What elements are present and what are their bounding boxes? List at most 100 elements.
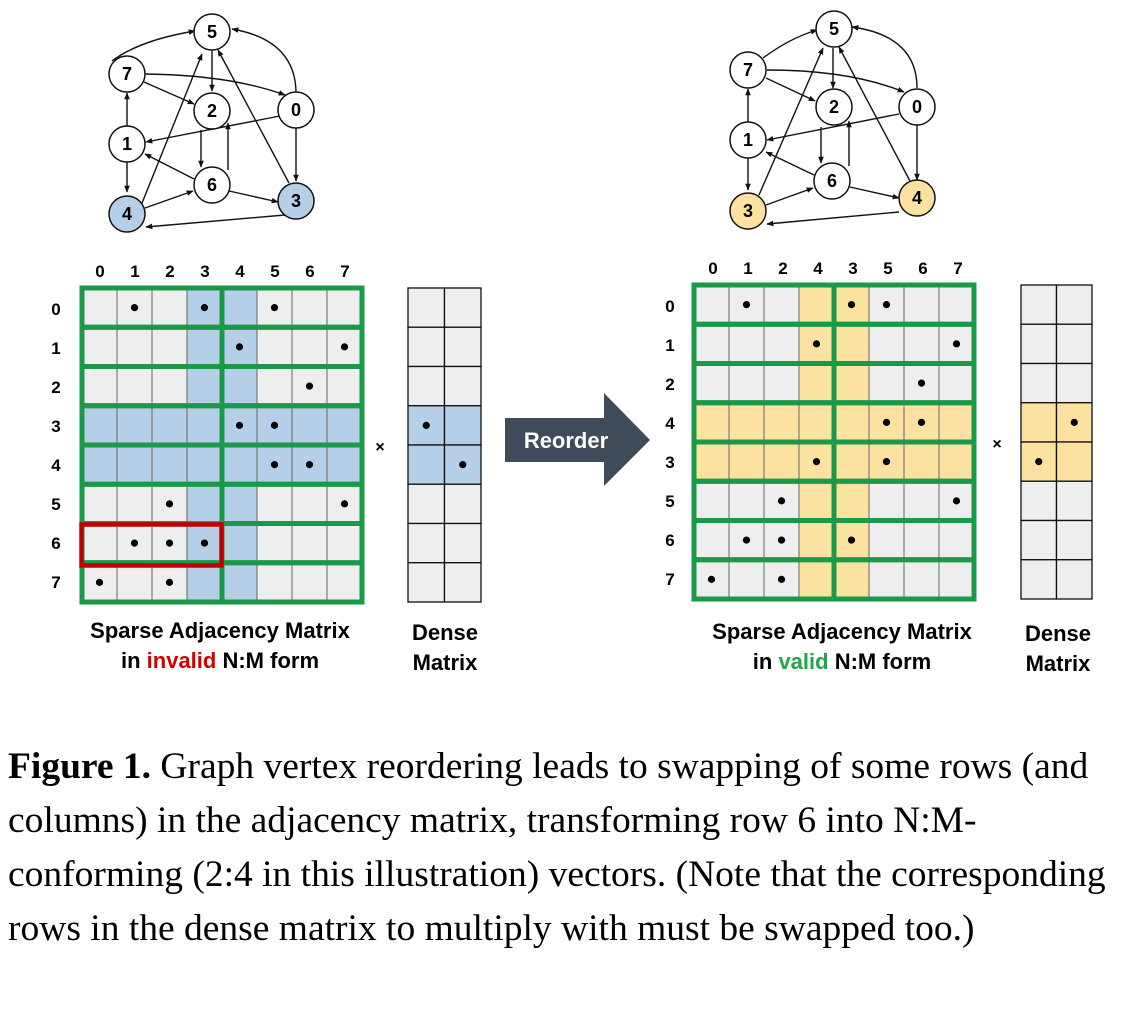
matrix-cell bbox=[221, 444, 258, 485]
dense-cell bbox=[407, 365, 446, 407]
matrix-cell bbox=[728, 559, 765, 600]
left-node-4 bbox=[108, 195, 146, 233]
matrix-cell bbox=[151, 405, 188, 446]
right-node-3 bbox=[729, 192, 767, 230]
matrix-cell bbox=[81, 287, 118, 328]
left-caption-prefix: in bbox=[121, 648, 141, 673]
dense-cell bbox=[1055, 323, 1093, 365]
left-row-label: 5 bbox=[51, 495, 60, 514]
left-node-2 bbox=[193, 92, 231, 130]
nonzero-dot bbox=[882, 458, 891, 466]
matrix-cell bbox=[938, 559, 975, 600]
left-node-3 bbox=[277, 182, 315, 220]
right-matrix-grid bbox=[693, 284, 975, 600]
valid-label: valid bbox=[778, 649, 828, 674]
matrix-cell bbox=[221, 483, 258, 524]
dense-dot bbox=[1070, 418, 1078, 426]
matrix-cell bbox=[903, 559, 940, 600]
dense-cell bbox=[407, 444, 446, 485]
matrix-cell bbox=[326, 444, 363, 485]
nonzero-dot bbox=[952, 497, 961, 505]
dense-cell bbox=[1055, 480, 1093, 522]
left-dense-grid bbox=[407, 287, 482, 603]
matrix-cell bbox=[186, 444, 223, 485]
right-dense-matrix: Dense Matrix bbox=[1020, 284, 1093, 676]
matrix-cell bbox=[256, 562, 293, 603]
nm-group-box bbox=[831, 557, 977, 602]
right-col-label: 5 bbox=[883, 259, 892, 278]
left-dense-caption-line1: Dense bbox=[412, 620, 478, 645]
right-dense-caption-line1: Dense bbox=[1025, 621, 1091, 646]
dense-cell bbox=[1055, 362, 1093, 404]
nonzero-dot bbox=[270, 421, 279, 429]
reorder-label: Reorder bbox=[524, 428, 609, 453]
left-row-label: 1 bbox=[51, 339, 60, 358]
nonzero-dot bbox=[305, 382, 314, 390]
matrix-cell bbox=[81, 483, 118, 524]
right-matrix-group-frame bbox=[691, 282, 977, 602]
right-row-label: 7 bbox=[665, 570, 674, 589]
nonzero-dot bbox=[200, 304, 209, 312]
left-row-label: 6 bbox=[51, 534, 60, 553]
matrix-cell bbox=[728, 441, 765, 482]
matrix-cell bbox=[151, 444, 188, 485]
left-graph-nodes bbox=[108, 13, 315, 233]
matrix-cell bbox=[903, 480, 940, 521]
matrix-cell bbox=[763, 363, 800, 404]
left-col-label: 4 bbox=[235, 262, 245, 281]
nonzero-dot bbox=[777, 575, 786, 583]
right-times-symbol: × bbox=[992, 436, 1001, 453]
left-caption-suffix: N:M form bbox=[222, 648, 319, 673]
dense-cell bbox=[1020, 480, 1058, 522]
left-row-label: 3 bbox=[51, 417, 60, 436]
matrix-cell bbox=[81, 444, 118, 485]
matrix-cell bbox=[256, 366, 293, 407]
left-node-6 bbox=[193, 166, 231, 204]
matrix-cell bbox=[798, 363, 835, 404]
matrix-cell bbox=[291, 523, 328, 564]
nonzero-dot bbox=[777, 536, 786, 544]
matrix-cell bbox=[938, 323, 975, 364]
dense-cell bbox=[443, 405, 482, 446]
right-row-label: 5 bbox=[665, 492, 674, 511]
matrix-cell bbox=[728, 480, 765, 521]
right-caption-prefix: in bbox=[753, 649, 773, 674]
matrix-cell bbox=[693, 480, 730, 521]
left-node-label: 2 bbox=[207, 101, 217, 121]
nonzero-dot bbox=[235, 343, 244, 351]
nonzero-dot bbox=[305, 461, 314, 469]
left-node-label: 3 bbox=[291, 191, 301, 211]
dense-cell bbox=[407, 483, 446, 525]
right-node-label: 2 bbox=[829, 97, 839, 117]
dense-cell bbox=[1055, 519, 1093, 561]
matrix-cell bbox=[798, 559, 835, 600]
matrix-cell bbox=[186, 326, 223, 367]
right-node-label: 5 bbox=[829, 19, 839, 39]
matrix-cell bbox=[938, 441, 975, 482]
right-col-label: 6 bbox=[918, 259, 927, 278]
nonzero-dot bbox=[165, 578, 174, 586]
left-node-label: 7 bbox=[122, 64, 132, 84]
dense-cell bbox=[443, 365, 482, 407]
matrix-cell bbox=[868, 520, 905, 561]
right-matrix-caption-line1: Sparse Adjacency Matrix bbox=[712, 619, 972, 644]
matrix-cell bbox=[763, 323, 800, 364]
matrix-cell bbox=[693, 363, 730, 404]
left-col-label: 6 bbox=[305, 262, 314, 281]
matrix-cell bbox=[868, 480, 905, 521]
left-sparse-matrix: 0 1 2 3 4 5 6 7 0 1 2 3 4 5 6 7 Sparse A… bbox=[51, 262, 365, 673]
left-row-label: 4 bbox=[51, 456, 61, 475]
matrix-cell bbox=[116, 562, 153, 603]
left-col-label: 1 bbox=[130, 262, 139, 281]
dense-cell bbox=[443, 522, 482, 564]
matrix-cell bbox=[903, 323, 940, 364]
matrix-cell bbox=[186, 483, 223, 524]
matrix-cell bbox=[291, 483, 328, 524]
right-col-label: 7 bbox=[953, 259, 962, 278]
matrix-cell bbox=[256, 483, 293, 524]
matrix-cell bbox=[833, 480, 870, 521]
dense-cell bbox=[407, 562, 446, 603]
matrix-cell bbox=[868, 559, 905, 600]
matrix-cell bbox=[186, 562, 223, 603]
left-node-label: 4 bbox=[122, 204, 132, 224]
